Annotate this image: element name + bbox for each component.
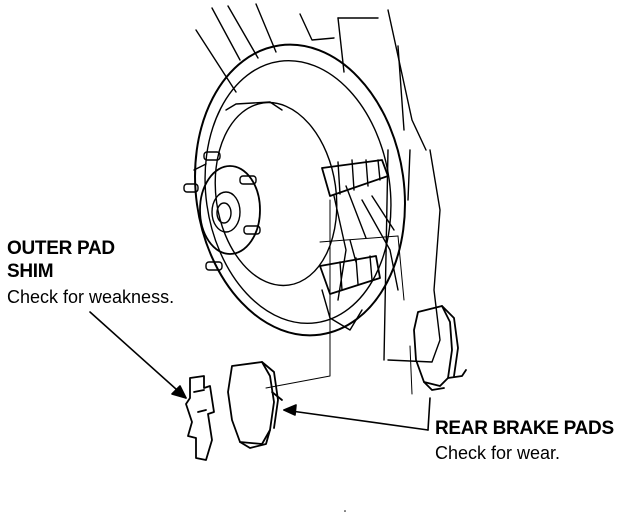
dot-mark — [344, 510, 346, 512]
outer-pad-shim — [185, 375, 215, 461]
brake-rotor — [194, 43, 406, 337]
wheel-hub — [183, 151, 261, 271]
brake-pad-right — [413, 305, 467, 391]
outer-pad-label-line1: OUTER PAD — [7, 238, 115, 259]
brake-pad-removed — [227, 361, 283, 449]
rear-brake-pads-note: Check for wear. — [435, 443, 561, 463]
outer-pad-note: Check for weakness. — [7, 287, 175, 307]
outer-pad-label-line2: SHIM — [7, 261, 54, 282]
caliper-bracket — [319, 159, 399, 331]
leader-lines — [265, 199, 413, 395]
arrow-outer-pad-shim — [89, 311, 187, 399]
rear-brake-pads-label: REAR BRAKE PADS — [435, 418, 614, 439]
suspension-linework — [195, 3, 441, 363]
arrow-rear-brake-pads — [283, 397, 431, 431]
